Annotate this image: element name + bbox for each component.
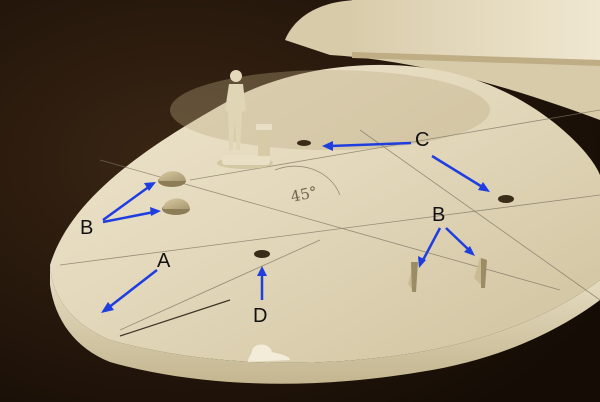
label-b-left: B xyxy=(80,217,94,239)
arrow-b-right-1 xyxy=(420,227,442,263)
arrow-c-1 xyxy=(329,141,412,148)
hull-wall xyxy=(50,265,600,384)
arrow-a xyxy=(107,269,158,309)
label-d: D xyxy=(253,305,268,327)
deck xyxy=(50,64,600,363)
label-a: A xyxy=(157,250,171,272)
cabin-block xyxy=(352,0,600,60)
deck-holes xyxy=(254,140,514,258)
label-c: C xyxy=(415,129,430,151)
arrow-b-right-2 xyxy=(445,227,471,252)
annotation-arrows xyxy=(101,141,490,313)
arrow-b-left-1 xyxy=(102,184,151,222)
right-fins xyxy=(408,258,487,292)
stern-notch xyxy=(248,344,290,362)
cabin-base xyxy=(352,52,600,66)
arrow-b-left-2 xyxy=(102,210,155,224)
label-b-right: B xyxy=(432,204,446,226)
left-domes xyxy=(158,171,190,215)
edge-line xyxy=(119,299,231,337)
arrow-c-2 xyxy=(431,154,485,190)
angle-marking: 45° xyxy=(289,183,319,206)
crew-figure xyxy=(217,70,273,169)
deck-shadow xyxy=(170,70,490,150)
